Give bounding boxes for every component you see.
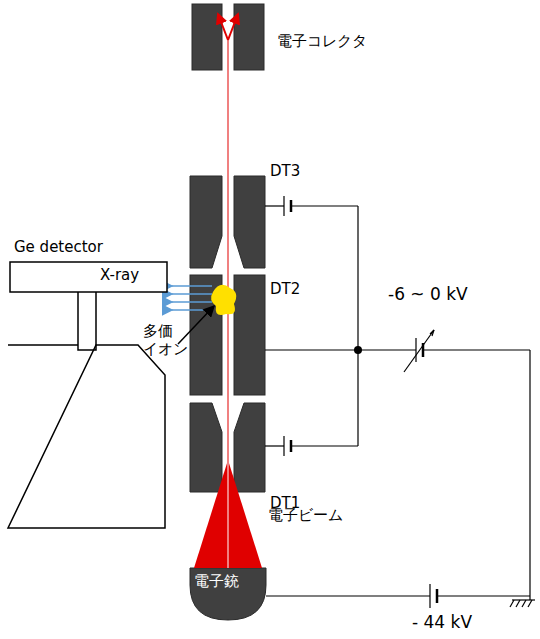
part-label: 電子銃 bbox=[194, 572, 239, 590]
ion-label: 多価 イオン bbox=[143, 322, 191, 358]
part-label: 電子コレクタ bbox=[277, 32, 367, 50]
detector-label: Ge detector bbox=[14, 238, 103, 256]
xray-label: X-ray bbox=[100, 266, 139, 284]
part-label: 電子ビーム bbox=[268, 506, 343, 524]
voltage-label: -6 ~ 0 kV bbox=[388, 284, 468, 304]
detector-box: Ge detector bbox=[14, 238, 103, 256]
electrode-label: DT2 bbox=[270, 280, 300, 298]
voltage-label: - 44 kV bbox=[412, 612, 472, 632]
electrode-label: DT3 bbox=[270, 162, 300, 180]
